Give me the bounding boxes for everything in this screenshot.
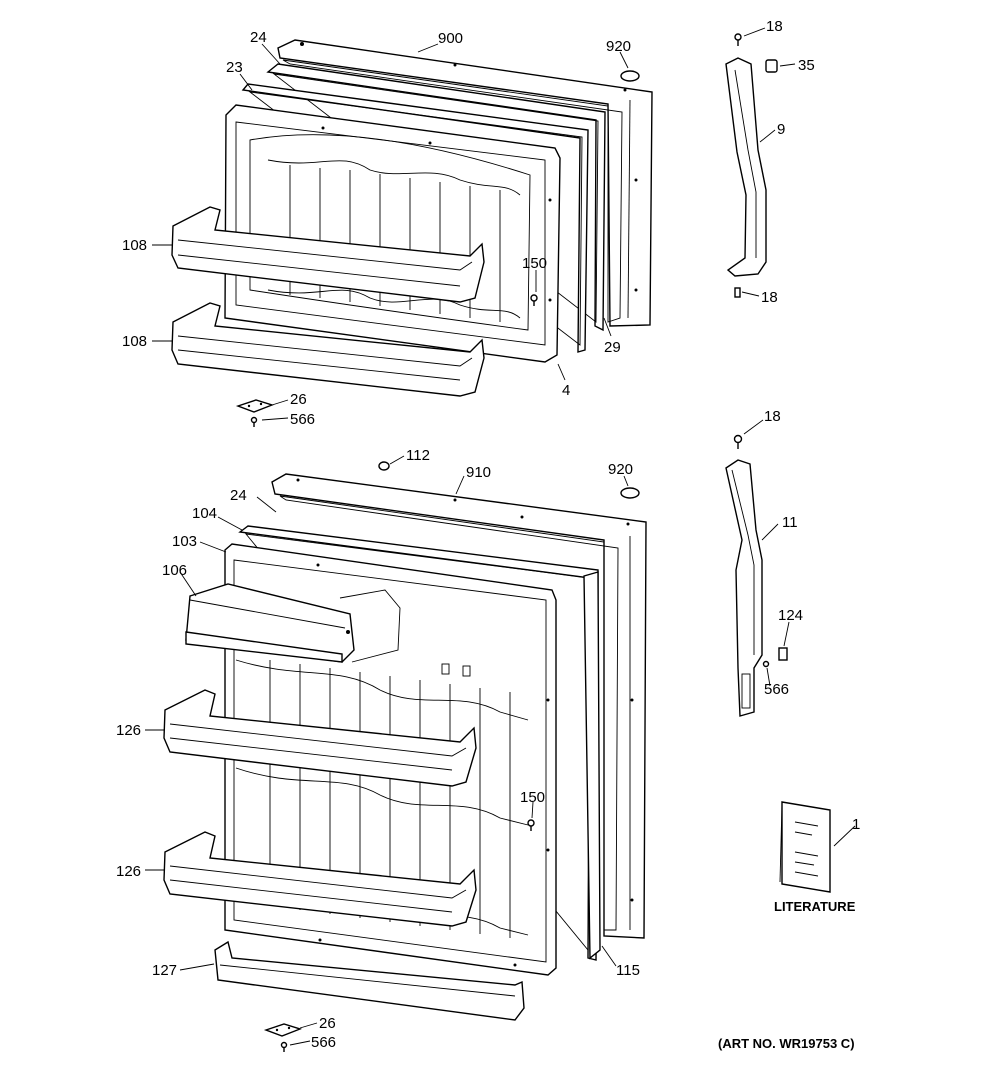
- handle-cap-icon: [765, 59, 778, 73]
- fresh-food-hinge-bracket: [263, 1023, 303, 1052]
- callout-24: 24: [230, 487, 247, 504]
- screw-icon: [734, 33, 742, 46]
- callout-23: 23: [226, 59, 243, 76]
- fresh-food-door-shelf-upper: [163, 689, 477, 787]
- callout-566: 566: [290, 411, 315, 428]
- callout-18: 18: [761, 289, 778, 306]
- callout-126: 126: [116, 722, 141, 739]
- literature-label: LITERATURE: [774, 899, 856, 914]
- callout-566: 566: [311, 1034, 336, 1051]
- callout-106: 106: [162, 562, 187, 579]
- callout-26: 26: [319, 1015, 336, 1032]
- callout-115: 115: [616, 962, 640, 979]
- callout-103: 103: [172, 533, 197, 550]
- cap-icon: [620, 70, 640, 82]
- fresh-food-door-handle: [725, 434, 788, 717]
- callout-29: 29: [604, 339, 621, 356]
- callout-24: 24: [250, 29, 267, 46]
- screw-icon: [733, 434, 743, 449]
- freezer-outer-door: [277, 39, 653, 327]
- callout-127: 127: [152, 962, 177, 979]
- literature-booklet-icon: [779, 801, 831, 893]
- callout-11: 11: [782, 514, 798, 531]
- fresh-food-hinge-pin: [527, 819, 535, 831]
- freezer-hinge-bracket: [235, 399, 275, 427]
- fresh-food-outer-door: [271, 473, 647, 939]
- freezer-door-handle: [725, 33, 778, 298]
- callout-35: 35: [798, 57, 815, 74]
- callout-108: 108: [122, 237, 147, 254]
- callout-566: 566: [764, 681, 789, 698]
- plug-button-icon: [378, 461, 390, 471]
- freezer-door-shelf-lower: [171, 302, 485, 397]
- callout-910: 910: [466, 464, 491, 481]
- freezer-door-liner: [224, 104, 561, 363]
- callout-920: 920: [606, 38, 631, 55]
- callout-108: 108: [122, 333, 147, 350]
- handle-bracket-icon: [778, 647, 788, 661]
- callout-126: 126: [116, 863, 141, 880]
- screw-icon: [762, 660, 770, 668]
- callout-18: 18: [766, 18, 783, 35]
- callout-112: 112: [406, 447, 430, 464]
- leader-lines: [145, 27, 856, 1046]
- door-bottom-trim: [214, 940, 525, 1021]
- dairy-compartment-door: [185, 583, 401, 663]
- fresh-food-door-shelf-lower: [163, 831, 477, 927]
- callout-104: 104: [192, 505, 217, 522]
- callout-150: 150: [522, 255, 547, 272]
- art-number: (ART NO. WR19753 C): [718, 1036, 855, 1051]
- callout-labels: 18 900 24 920 35 23 9 108 150 18 108 29 …: [116, 18, 860, 1051]
- callout-124: 124: [778, 607, 803, 624]
- freezer-door-shelf-upper: [171, 206, 485, 303]
- freezer-door-assembly: [171, 39, 653, 427]
- callout-1: 1: [852, 816, 860, 833]
- callout-900: 900: [438, 30, 463, 47]
- callout-9: 9: [777, 121, 785, 138]
- fresh-food-door-assembly: [163, 70, 647, 1052]
- callout-4: 4: [562, 382, 570, 399]
- cap-icon: [620, 487, 640, 499]
- callout-920: 920: [608, 461, 633, 478]
- freezer-hinge-pin: [530, 294, 538, 306]
- fresh-food-gasket: [238, 525, 601, 961]
- callout-150: 150: [520, 789, 545, 806]
- callout-26: 26: [290, 391, 307, 408]
- screw-icon: [734, 287, 741, 298]
- callout-18: 18: [764, 408, 781, 425]
